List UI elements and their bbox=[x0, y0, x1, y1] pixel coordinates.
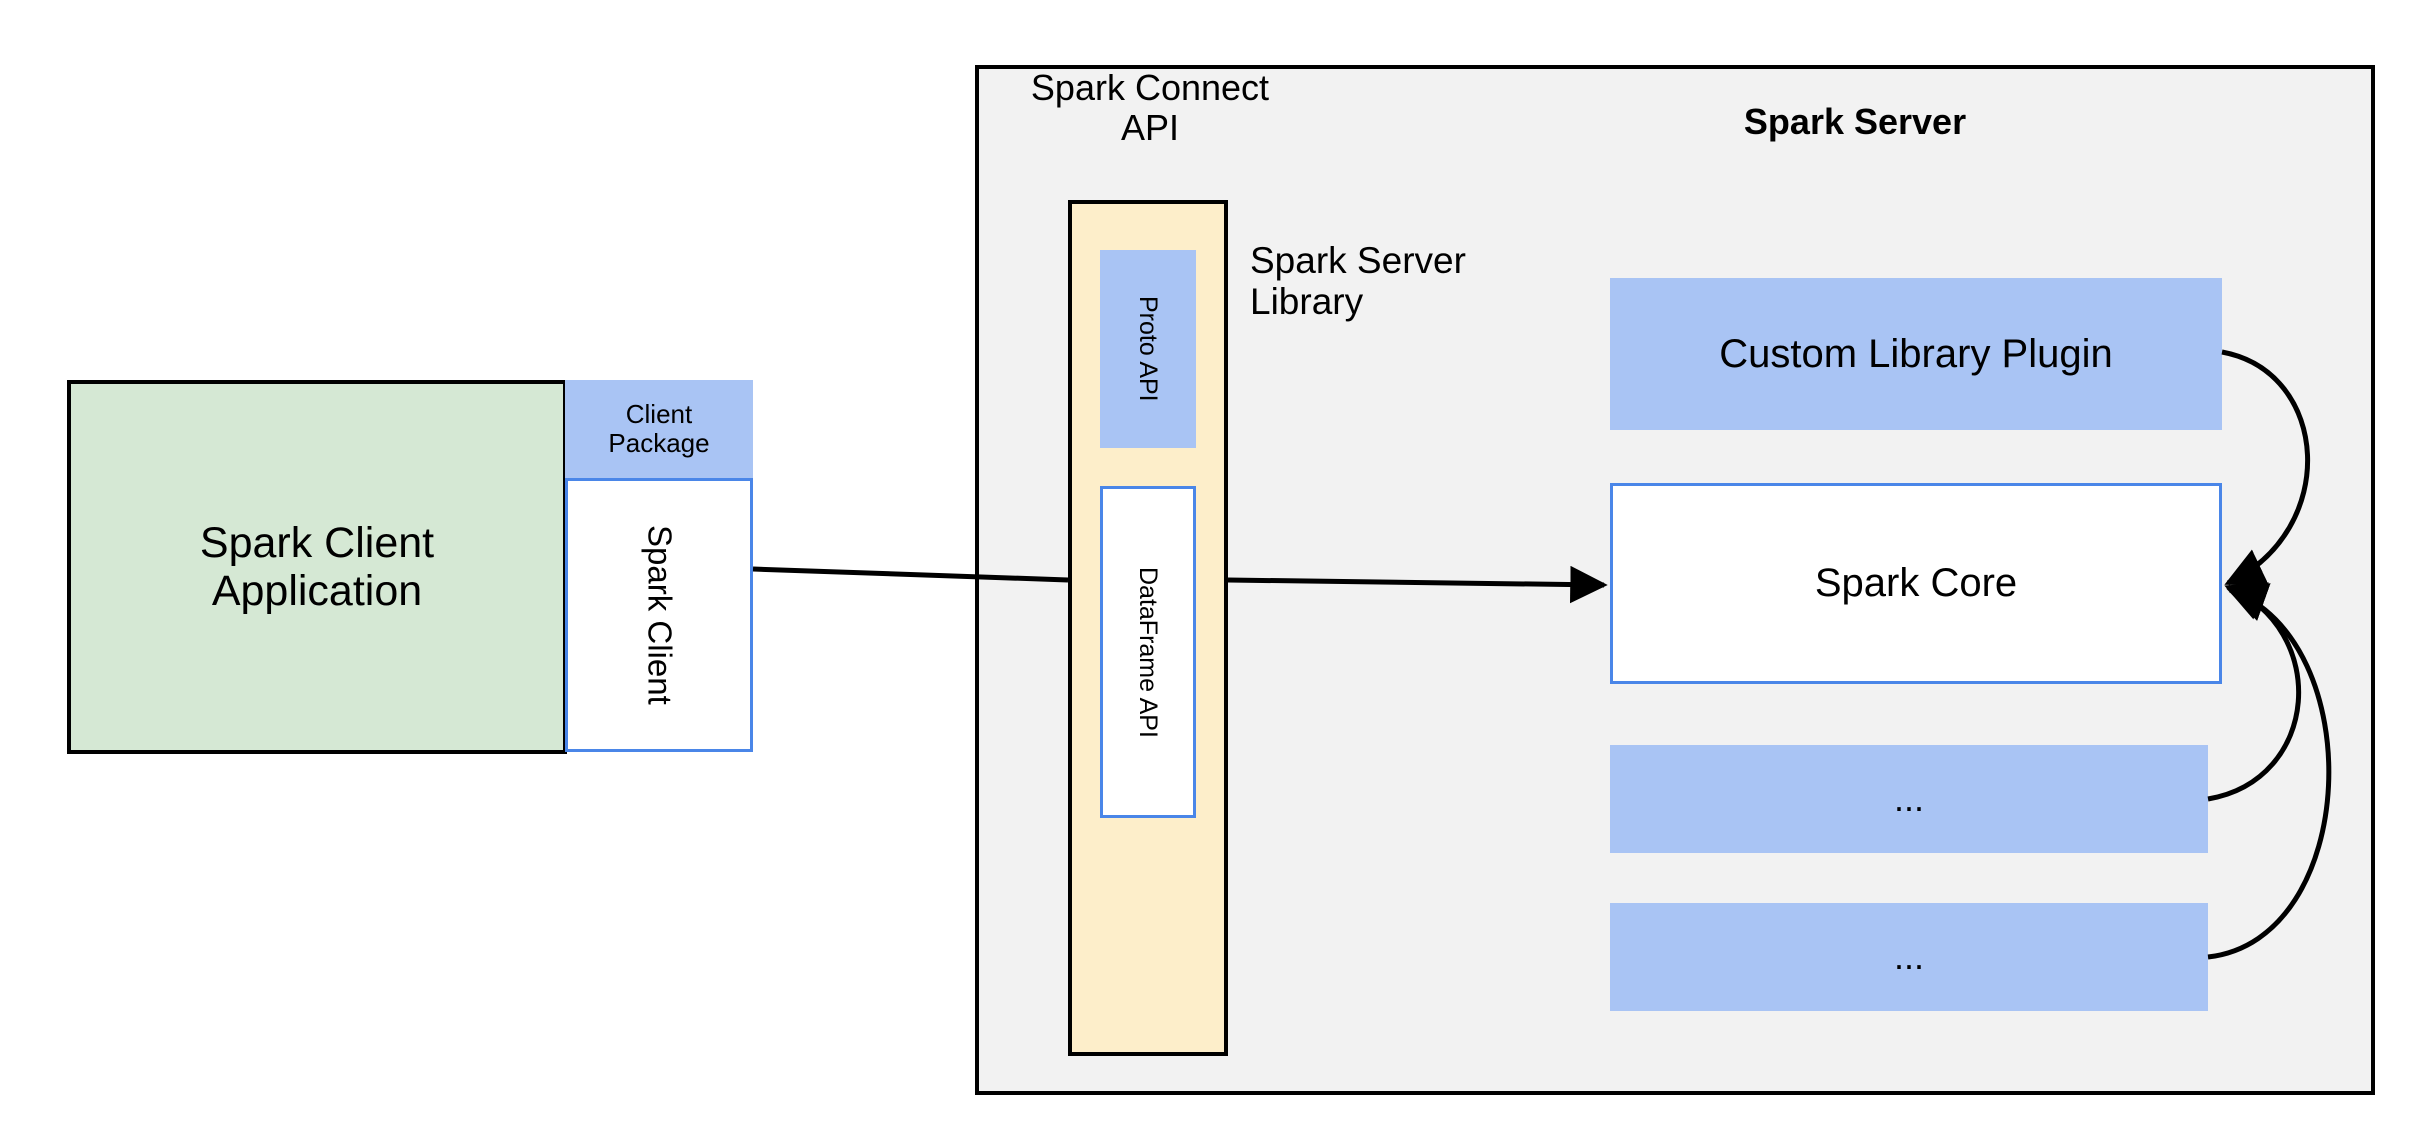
proto-api-box[interactable]: Proto API bbox=[1100, 250, 1196, 448]
proto-api-label: Proto API bbox=[1134, 296, 1162, 402]
spark-core-label: Spark Core bbox=[1814, 561, 2018, 606]
custom-library-plugin-label: Custom Library Plugin bbox=[1719, 331, 2113, 376]
spark-client-application-box[interactable]: Spark Client Application bbox=[67, 380, 567, 754]
dataframe-api-label: DataFrame API bbox=[1134, 566, 1162, 738]
spark-server-title: Spark Server bbox=[1660, 96, 2050, 148]
spark-core-box[interactable]: Spark Core bbox=[1610, 483, 2222, 684]
spark-connect-api-title-label: Spark Connect API bbox=[1030, 67, 1270, 149]
spark-connect-api-title: Spark Connect API bbox=[1005, 67, 1295, 164]
client-package-box[interactable]: Client Package bbox=[565, 380, 753, 478]
spark-server-title-label: Spark Server bbox=[1743, 100, 1967, 142]
ellipsis-box-2[interactable]: ... bbox=[1610, 903, 2208, 1011]
spark-client-box[interactable]: Spark Client bbox=[565, 478, 753, 752]
spark-client-application-label: Spark Client Application bbox=[199, 518, 435, 615]
ellipsis-box-1[interactable]: ... bbox=[1610, 745, 2208, 853]
spark-server-library-title: Spark Server Library bbox=[1250, 240, 1580, 350]
spark-server-library-title-label: Spark Server Library bbox=[1250, 240, 1466, 323]
spark-client-label: Spark Client bbox=[641, 525, 679, 705]
dataframe-api-box[interactable]: DataFrame API bbox=[1100, 486, 1196, 818]
client-package-label: Client Package bbox=[608, 398, 710, 458]
ellipsis-box-1-label: ... bbox=[1893, 777, 1924, 819]
ellipsis-box-2-label: ... bbox=[1893, 935, 1924, 977]
custom-library-plugin-box[interactable]: Custom Library Plugin bbox=[1610, 278, 2222, 430]
